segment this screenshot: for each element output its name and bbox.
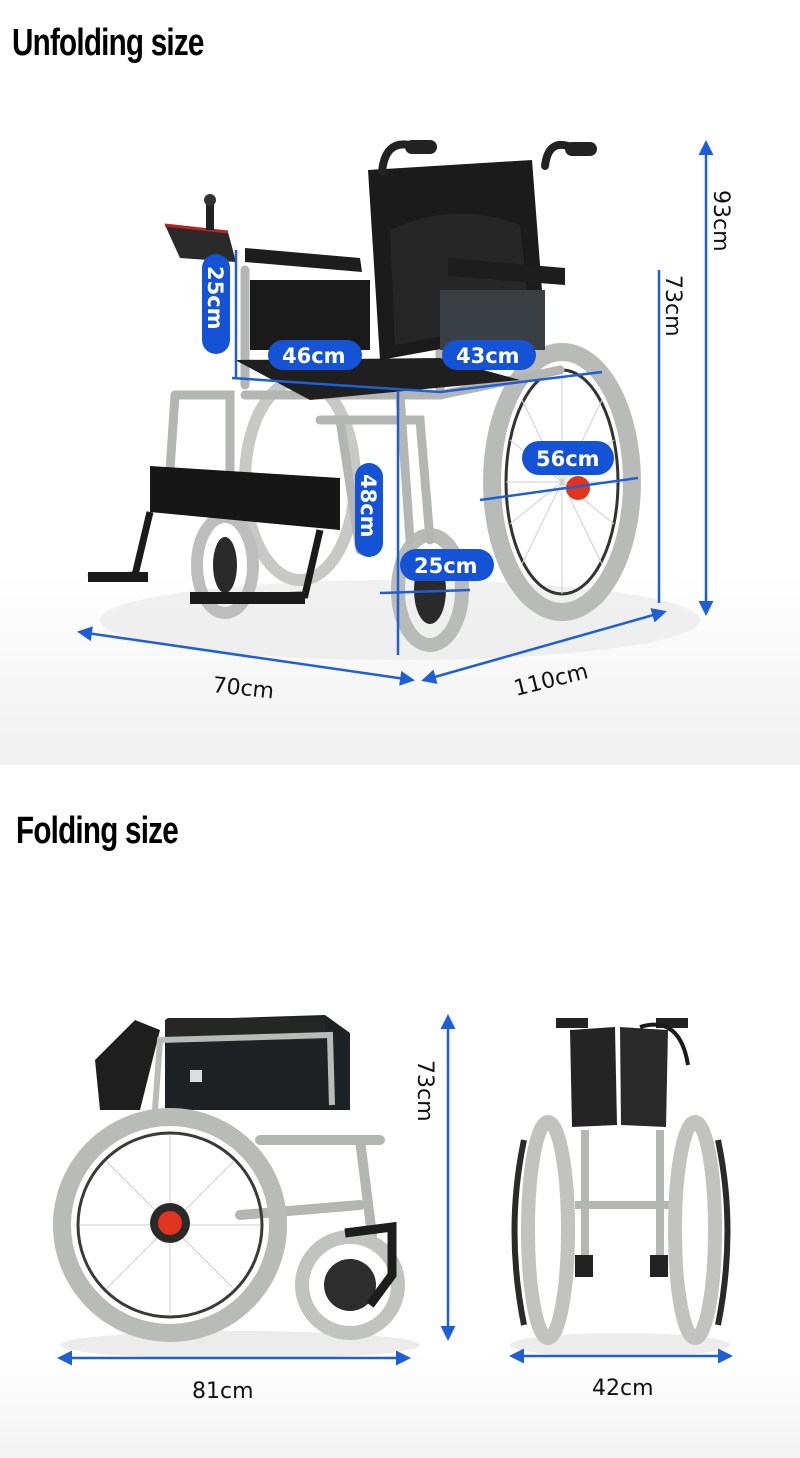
svg-text:43cm: 43cm xyxy=(456,344,520,368)
pill-armrest-height: 25cm xyxy=(202,254,230,354)
folded-dimension-lines xyxy=(57,1014,733,1366)
label-length: 110cm xyxy=(511,659,590,702)
pill-seat-height: 48cm xyxy=(355,463,383,557)
folding-size-section: Folding size xyxy=(0,765,800,1458)
unfolding-size-section: Unfolding size xyxy=(0,0,800,765)
folded-wheelchair-diagram: 73cm 81cm 42cm xyxy=(53,1014,733,1404)
dimension-lines xyxy=(77,140,714,686)
svg-text:25cm: 25cm xyxy=(203,266,227,330)
wheelchair-photo-folded-front xyxy=(510,1018,731,1357)
wheelchair-photo-folded-side xyxy=(53,1015,420,1359)
label-folded-width: 42cm xyxy=(592,1376,654,1401)
pill-seat-width: 46cm xyxy=(268,340,362,370)
unfolded-wheelchair-diagram: 25cm 46cm 43cm 56cm 48cm 25cm 70cm 110cm… xyxy=(77,140,733,704)
unfolding-size-title: Unfolding size xyxy=(12,22,204,64)
label-folded-height: 73cm xyxy=(412,1060,437,1122)
wheelchair-photo-unfolded xyxy=(87,140,641,652)
folding-size-title: Folding size xyxy=(16,810,179,852)
label-armrest-total-height: 73cm xyxy=(660,275,685,337)
svg-text:25cm: 25cm xyxy=(414,554,478,578)
svg-text:48cm: 48cm xyxy=(356,474,380,538)
pill-front-wheel: 25cm xyxy=(400,549,494,581)
pill-rear-wheel: 56cm xyxy=(522,441,614,475)
svg-text:46cm: 46cm xyxy=(282,344,346,368)
label-total-height: 93cm xyxy=(708,190,733,252)
label-folded-length: 81cm xyxy=(192,1379,254,1404)
label-width: 70cm xyxy=(211,673,275,704)
pill-seat-depth: 43cm xyxy=(442,340,536,370)
svg-text:56cm: 56cm xyxy=(536,447,600,471)
